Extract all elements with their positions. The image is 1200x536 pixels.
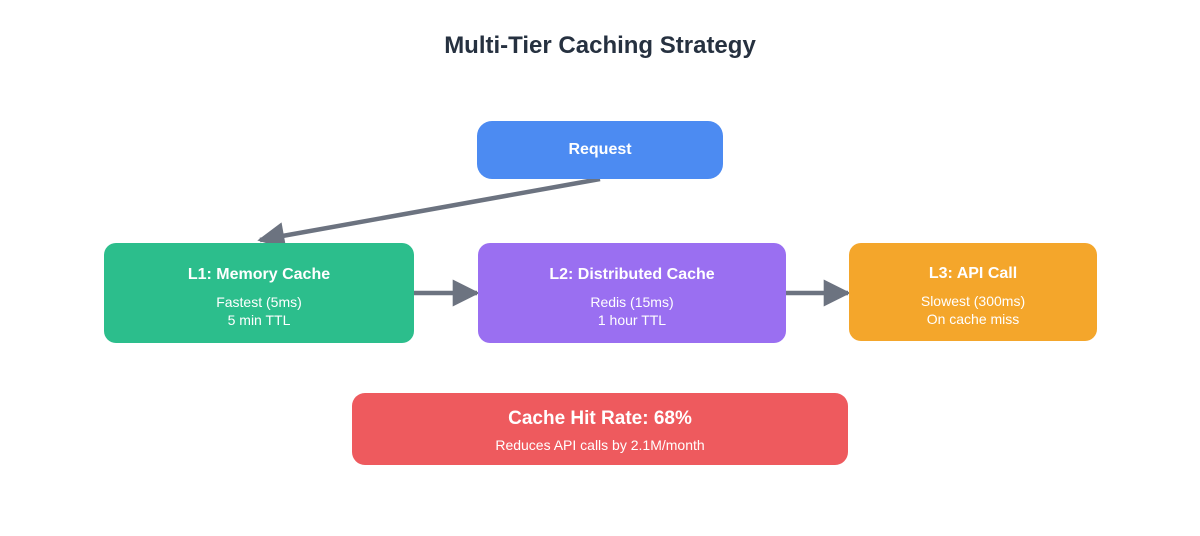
node-request: Request xyxy=(477,121,723,179)
page-title: Multi-Tier Caching Strategy xyxy=(444,32,756,59)
l2-title: L2: Distributed Cache xyxy=(549,265,715,283)
l1-detail-line1: Fastest (5ms) xyxy=(216,293,302,310)
node-l2-distributed-cache: L2: Distributed Cache Redis (15ms) 1 hou… xyxy=(478,243,786,343)
node-l3-api-call: L3: API Call Slowest (300ms) On cache mi… xyxy=(849,243,1097,341)
l2-detail-line2: 1 hour TTL xyxy=(597,311,667,328)
l1-detail-line2: 5 min TTL xyxy=(227,311,291,328)
request-label: Request xyxy=(568,141,632,158)
l1-title: L1: Memory Cache xyxy=(187,265,331,283)
cache-hit-rate-title: Cache Hit Rate: 68% xyxy=(508,407,692,429)
l3-detail-line2: On cache miss xyxy=(926,310,1020,327)
l2-detail-line1: Redis (15ms) xyxy=(590,293,674,310)
cache-hit-rate-subtitle: Reduces API calls by 2.1M/month xyxy=(495,436,705,453)
edge-request-to-l1 xyxy=(257,176,601,249)
cache-hit-rate-banner: Cache Hit Rate: 68% Reduces API calls by… xyxy=(352,393,848,465)
l3-detail-line1: Slowest (300ms) xyxy=(920,292,1026,309)
node-l1-memory-cache: L1: Memory Cache Fastest (5ms) 5 min TTL xyxy=(104,243,414,343)
l3-title: L3: API Call xyxy=(928,264,1018,282)
